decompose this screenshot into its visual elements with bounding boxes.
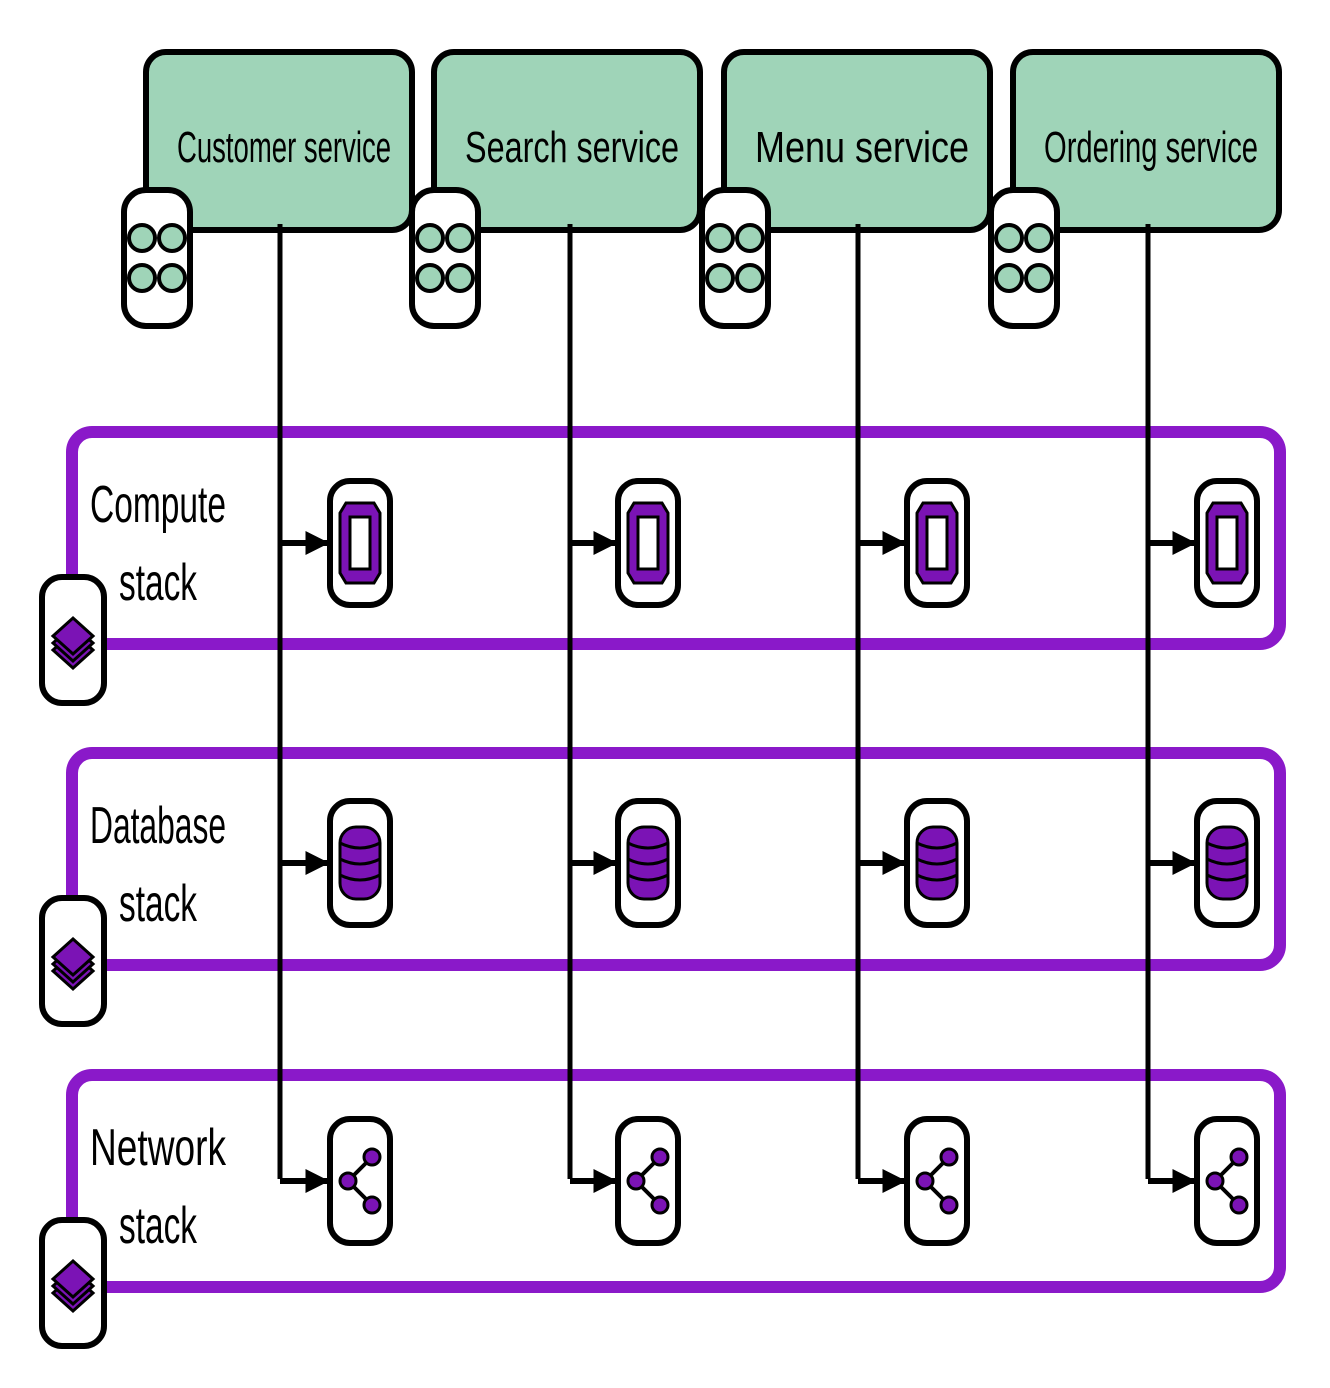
cpu-chip-icon: [904, 478, 970, 608]
service-label: Customer service: [177, 123, 391, 172]
service-grid-icon: [988, 187, 1060, 329]
stack-label-line2: stack: [119, 554, 198, 612]
network-share-icon: [327, 1116, 393, 1246]
stack-label-line2: stack: [119, 875, 198, 933]
stack-label-line1: Compute: [90, 476, 226, 534]
stack-band: Database stack: [39, 747, 1286, 1027]
layers-icon: [39, 1217, 107, 1349]
cpu-chip-icon: [615, 478, 681, 608]
stack-label-line1: Database: [90, 797, 226, 855]
service-grid-icon: [121, 187, 193, 329]
stack-band: Network stack: [39, 1069, 1286, 1349]
service-connector: [1145, 224, 1197, 1193]
service-label: Search service: [465, 123, 679, 172]
resource-icons-layer: [327, 478, 1260, 1246]
connector-lines-layer: [277, 224, 1197, 1193]
service-grid-icon: [409, 187, 481, 329]
layers-icon: [39, 574, 107, 706]
cpu-chip-icon: [1194, 478, 1260, 608]
service-box: Ordering service: [988, 49, 1282, 329]
network-share-icon: [1194, 1116, 1260, 1246]
layers-icon: [39, 895, 107, 1027]
service-box: Customer service: [121, 49, 415, 329]
database-icon: [904, 798, 970, 928]
stack-band: Compute stack: [39, 426, 1286, 706]
service-grid-icon: [699, 187, 771, 329]
database-icon: [327, 798, 393, 928]
service-label: Ordering service: [1044, 123, 1258, 172]
service-label: Menu service: [755, 123, 969, 172]
service-connector: [567, 224, 618, 1193]
service-connector: [855, 224, 907, 1193]
service-box: Search service: [409, 49, 703, 329]
database-icon: [1194, 798, 1260, 928]
stack-label-line2: stack: [119, 1197, 198, 1255]
service-box: Menu service: [699, 49, 993, 329]
service-connector: [277, 224, 330, 1193]
services-layer: Customer service Search service Menu servi…: [121, 49, 1282, 329]
stack-label-line1: Network: [90, 1119, 227, 1177]
database-icon: [615, 798, 681, 928]
network-share-icon: [904, 1116, 970, 1246]
network-share-icon: [615, 1116, 681, 1246]
cpu-chip-icon: [327, 478, 393, 608]
